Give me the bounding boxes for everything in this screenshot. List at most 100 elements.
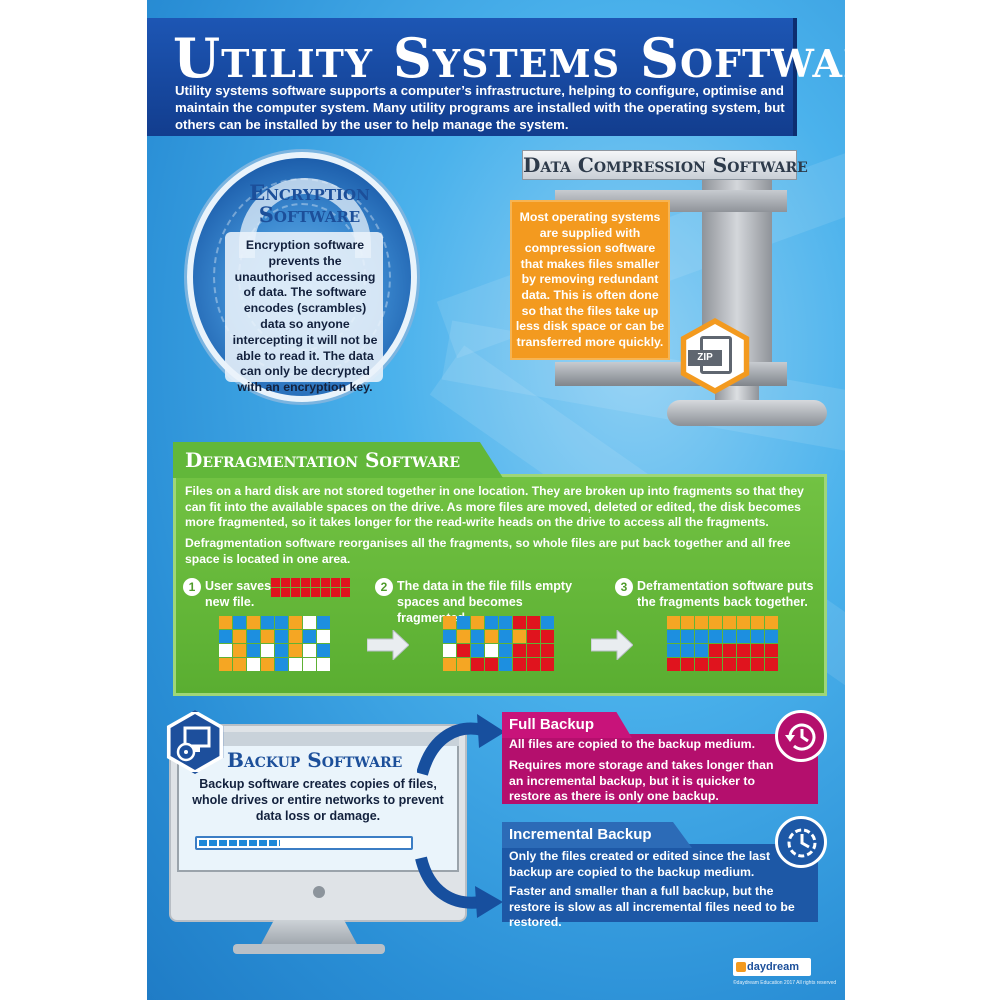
disk-block — [513, 630, 526, 643]
full-backup-title: Full Backup — [509, 716, 595, 733]
disk-block — [667, 644, 680, 657]
incremental-backup-tab — [502, 822, 692, 848]
disk-block — [341, 588, 350, 597]
disk-block — [457, 644, 470, 657]
disk-block — [541, 644, 554, 657]
disk-block — [271, 578, 280, 587]
disk-block — [233, 644, 246, 657]
disk-block — [301, 578, 310, 587]
disk-block — [513, 644, 526, 657]
disk-block — [233, 658, 246, 671]
page-title: Utility Systems Software — [173, 26, 845, 90]
disk-block — [341, 578, 350, 587]
disk-block — [443, 644, 456, 657]
disk-block — [681, 616, 694, 629]
disk-block — [471, 630, 484, 643]
poster: Utility Systems Software Utility systems… — [147, 0, 845, 1000]
disk-block — [331, 578, 340, 587]
disk-block — [291, 578, 300, 587]
disk-block — [723, 658, 736, 671]
disk-block — [709, 644, 722, 657]
backup-text: Backup software creates copies of files,… — [192, 777, 444, 823]
disk-block — [443, 630, 456, 643]
disk-block — [695, 658, 708, 671]
disk-block — [301, 588, 310, 597]
disk-block — [485, 644, 498, 657]
disk-block — [541, 630, 554, 643]
arrow-right-icon — [367, 630, 409, 660]
arrow-right-icon — [591, 630, 633, 660]
disk-block — [681, 658, 694, 671]
defrag-paragraph-2: Defragmentation software reorganises all… — [185, 536, 791, 566]
disk-block — [709, 616, 722, 629]
disk-block — [261, 658, 274, 671]
monitor-foot — [233, 944, 385, 954]
disk-block — [289, 630, 302, 643]
disk-block — [289, 658, 302, 671]
compression-text: Most operating systems are supplied with… — [515, 210, 665, 349]
step-number: 3 — [615, 578, 633, 596]
incremental-backup-text-1: Only the files created or edited since t… — [509, 849, 771, 879]
disk-block — [527, 658, 540, 671]
full-backup-panel — [502, 734, 818, 804]
encryption-text: Encryption software prevents the unautho… — [232, 238, 378, 395]
restore-icon — [775, 710, 827, 762]
disk-block — [289, 644, 302, 657]
encryption-title: Encryption Software — [249, 180, 370, 227]
history-icon — [785, 723, 816, 751]
curved-arrow-icon — [415, 856, 503, 918]
defrag-tab — [173, 442, 503, 478]
copyright-text: ©daydream Education 2017 All rights rese… — [733, 980, 837, 986]
daydream-logo-mark — [736, 962, 746, 972]
disk-block — [303, 630, 316, 643]
disk-block — [443, 616, 456, 629]
disk-block — [695, 616, 708, 629]
disk-block — [233, 630, 246, 643]
full-backup-text-1: All files are copied to the backup mediu… — [509, 737, 755, 751]
disk-block — [443, 658, 456, 671]
incremental-backup-text-2: Faster and smaller than a full backup, b… — [509, 884, 795, 929]
incremental-backup-panel — [502, 844, 818, 922]
disk-block — [667, 658, 680, 671]
disk-block — [457, 658, 470, 671]
compression-box — [510, 200, 670, 360]
disk-block — [311, 578, 320, 587]
disk-block — [751, 658, 764, 671]
disk-block — [541, 658, 554, 671]
disk-block — [275, 644, 288, 657]
disk-block — [681, 630, 694, 643]
full-backup-text-2: Requires more storage and takes longer t… — [509, 758, 774, 803]
disk-block — [281, 588, 290, 597]
disk-block — [289, 616, 302, 629]
disk-block — [737, 644, 750, 657]
compression-banner: Data Compression Software — [522, 150, 808, 180]
disk-block — [765, 658, 778, 671]
disk-block — [737, 658, 750, 671]
disk-block — [765, 644, 778, 657]
disk-block — [261, 616, 274, 629]
disk-block — [275, 658, 288, 671]
disk-block — [303, 644, 316, 657]
clamp-handle — [667, 400, 827, 426]
step-number: 2 — [375, 578, 393, 596]
disk-block — [541, 616, 554, 629]
title-banner: Utility Systems Software Utility systems… — [147, 18, 845, 136]
disk-block — [723, 630, 736, 643]
disk-block — [527, 630, 540, 643]
clamp-bottom-jaw — [555, 362, 787, 386]
disk-block — [311, 588, 320, 597]
disk-block — [485, 658, 498, 671]
full-backup-tab — [502, 712, 632, 738]
step-1-text: User saves new file. — [205, 579, 272, 609]
disk-block — [303, 658, 316, 671]
disk-block — [751, 644, 764, 657]
step-3-text: Deframentation software puts the fragmen… — [637, 579, 814, 609]
disk-block — [485, 630, 498, 643]
disk-block — [317, 630, 330, 643]
disk-block — [271, 588, 280, 597]
disk-block — [233, 616, 246, 629]
disk-block — [765, 630, 778, 643]
disk-block — [737, 616, 750, 629]
disk-block — [527, 644, 540, 657]
disk-block — [247, 630, 260, 643]
